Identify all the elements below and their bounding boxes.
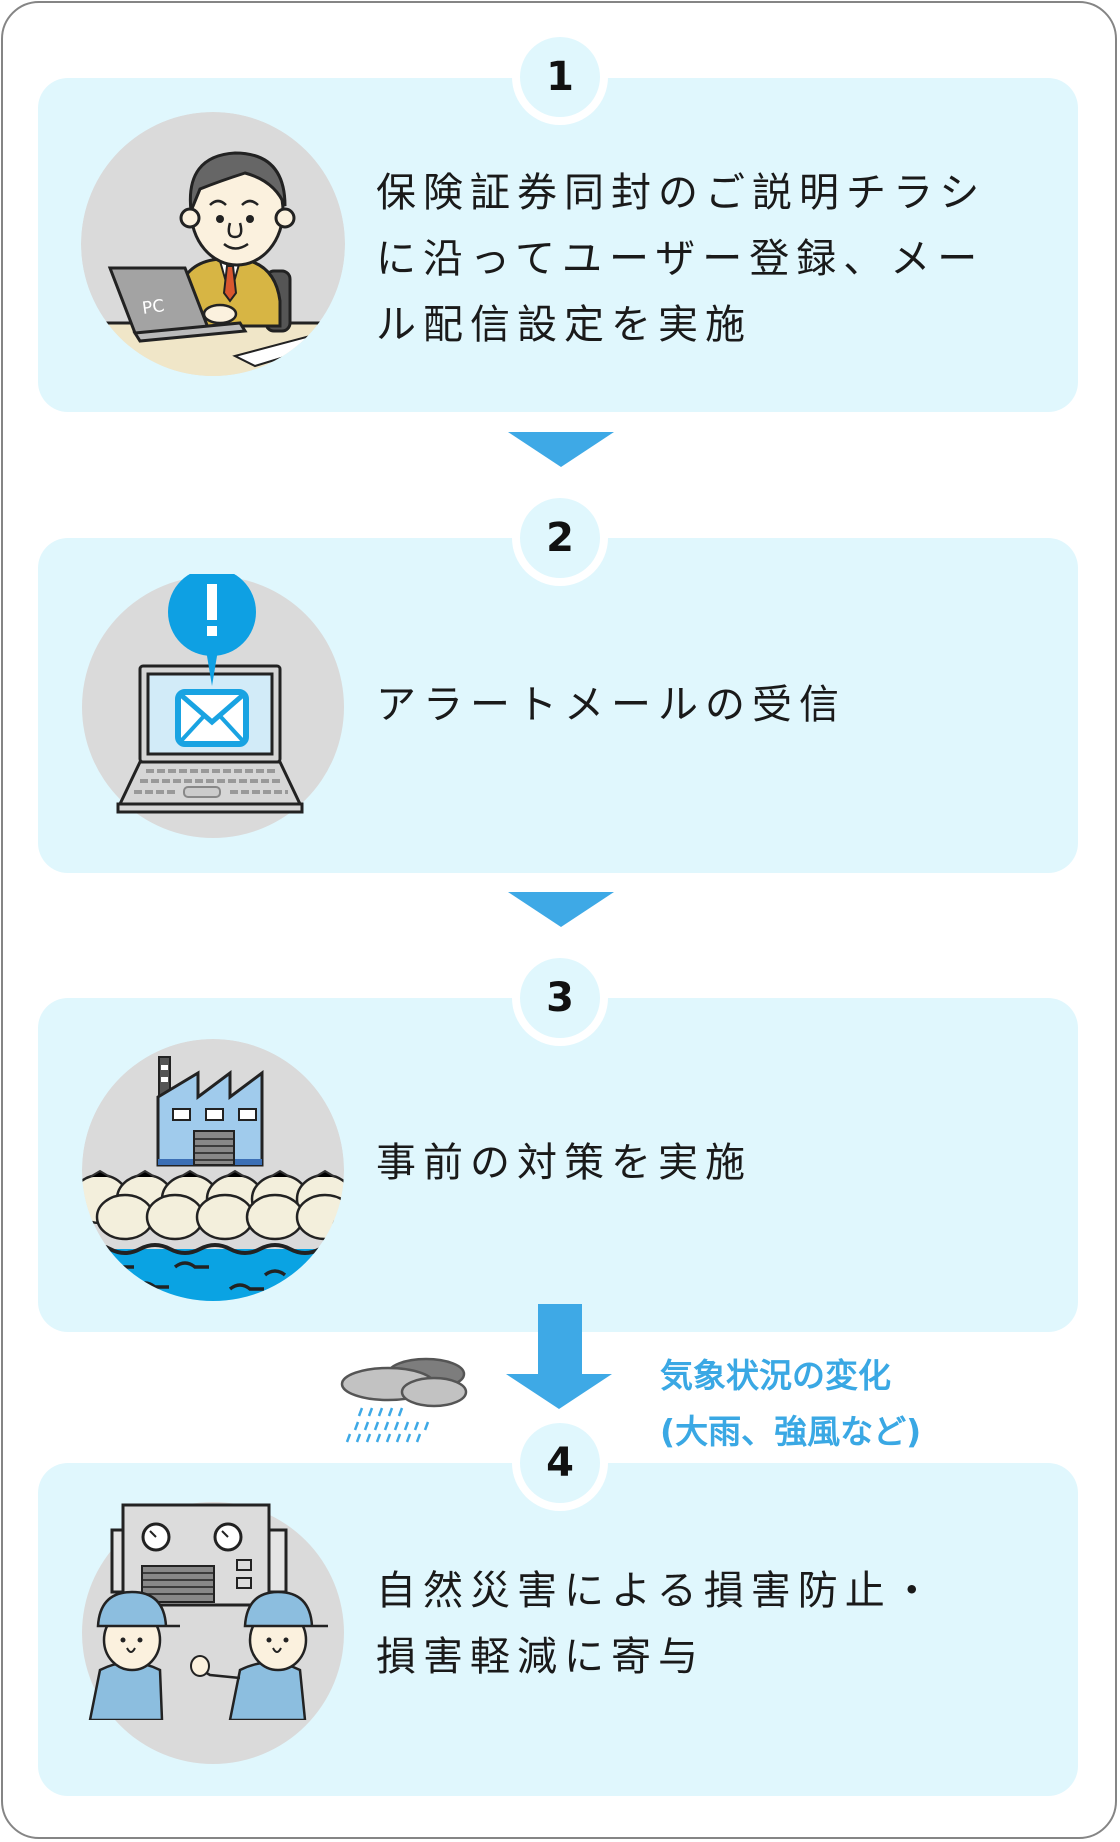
step-text-2: アラートメールの受信 [376, 682, 846, 728]
down-arrow-1 [508, 432, 614, 467]
step-number-4: 4 [520, 1423, 600, 1503]
down-arrow-2 [508, 892, 614, 927]
workers-with-machine-illustration [82, 1502, 344, 1764]
pc-label: PC [141, 296, 166, 319]
step-number-2: 2 [520, 498, 600, 578]
laptop-alert-mail-illustration [82, 574, 344, 838]
rain-cloud-icon [340, 1357, 468, 1443]
weather-change-note: 気象状況の変化 (大雨、強風など) [660, 1356, 922, 1451]
step-text-1: 保険証券同封のご説明チラシ に沿ってユーザー登録、メー ル配信設定を実施 [376, 170, 987, 348]
step-badge-2: 2 [512, 490, 608, 586]
step-number-1: 1 [520, 37, 600, 117]
step-text-3: 事前の対策を実施 [376, 1140, 752, 1186]
businessman-at-laptop-illustration: PC [81, 112, 345, 376]
step-text-4: 自然災害による損害防止・ 損害軽減に寄与 [376, 1568, 939, 1680]
step-badge-4: 4 [512, 1415, 608, 1511]
down-arrow-3 [506, 1304, 612, 1409]
step-badge-1: 1 [512, 29, 608, 125]
step-number-3: 3 [520, 958, 600, 1038]
factory-sandbags-flood-illustration [82, 1039, 344, 1301]
step-badge-3: 3 [512, 950, 608, 1046]
